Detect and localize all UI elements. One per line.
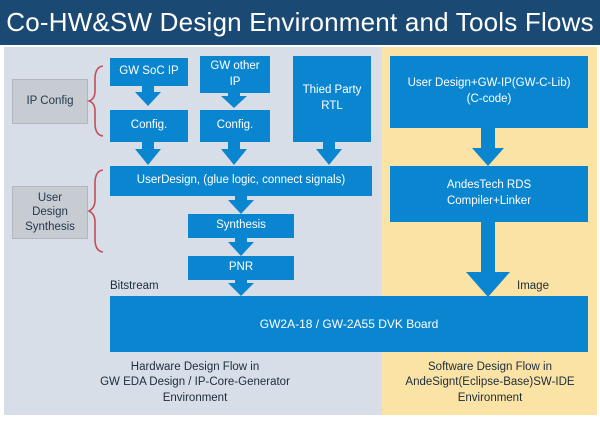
- config-box-other: Config.: [200, 110, 270, 142]
- arrow-head: [472, 148, 504, 166]
- arrow-head: [228, 283, 254, 296]
- dvk-board-box: GW2A-18 / GW-2A55 DVK Board: [110, 296, 588, 352]
- arrow-shaft: [481, 128, 495, 148]
- arrow-shaft: [228, 91, 240, 96]
- arrow-shaft: [142, 140, 154, 149]
- title-bar: [0, 0, 600, 45]
- arrow-head: [228, 200, 254, 214]
- config-box-soc: Config.: [110, 110, 188, 142]
- user-design-bracket: [87, 169, 104, 253]
- arrow-shaft: [323, 140, 335, 149]
- gw-soc-ip-box: GW SoC IP: [110, 58, 188, 86]
- image-label: Image: [517, 280, 549, 292]
- arrow-shaft: [228, 140, 240, 149]
- arrow-shaft: [235, 278, 247, 283]
- arrow-head: [221, 96, 247, 108]
- arrow-head: [221, 149, 247, 165]
- arrow-shaft: [481, 222, 495, 272]
- third-party-rtl-box: Thied Party RTL: [293, 56, 371, 142]
- arrow-shaft: [142, 84, 154, 92]
- user-design-gw-ip-box: User Design+GW-IP(GW-C-Lib) (C-code): [390, 56, 588, 128]
- pnr-box: PNR: [188, 256, 294, 280]
- hardware-flow-caption: Hardware Design Flow in GW EDA Design / …: [100, 361, 290, 404]
- arrow-head: [466, 272, 510, 297]
- software-flow-caption: Software Design Flow in AndeSignt(Eclips…: [405, 361, 575, 404]
- arrow-shaft: [235, 236, 247, 242]
- page-title: Co-HW&SW Design Environment and Tools Fl…: [6, 7, 594, 37]
- synthesis-box: Synthesis: [188, 214, 294, 238]
- user-design-synthesis-label: User Design Synthesis: [12, 186, 88, 239]
- arrow-head: [228, 242, 254, 256]
- andestech-rds-box: AndesTech RDS Compiler+Linker: [390, 166, 588, 222]
- gw-other-ip-box: GW other IP: [200, 56, 270, 93]
- arrow-shaft: [235, 194, 247, 200]
- arrow-head: [316, 149, 342, 165]
- ip-config-bracket: [86, 65, 104, 137]
- arrow-head: [135, 92, 161, 106]
- bitstream-label: Bitstream: [110, 280, 159, 292]
- ip-config-label: IP Config: [12, 79, 88, 124]
- user-design-box: UserDesign, (glue logic, connect signals…: [110, 166, 372, 196]
- arrow-head: [135, 149, 161, 165]
